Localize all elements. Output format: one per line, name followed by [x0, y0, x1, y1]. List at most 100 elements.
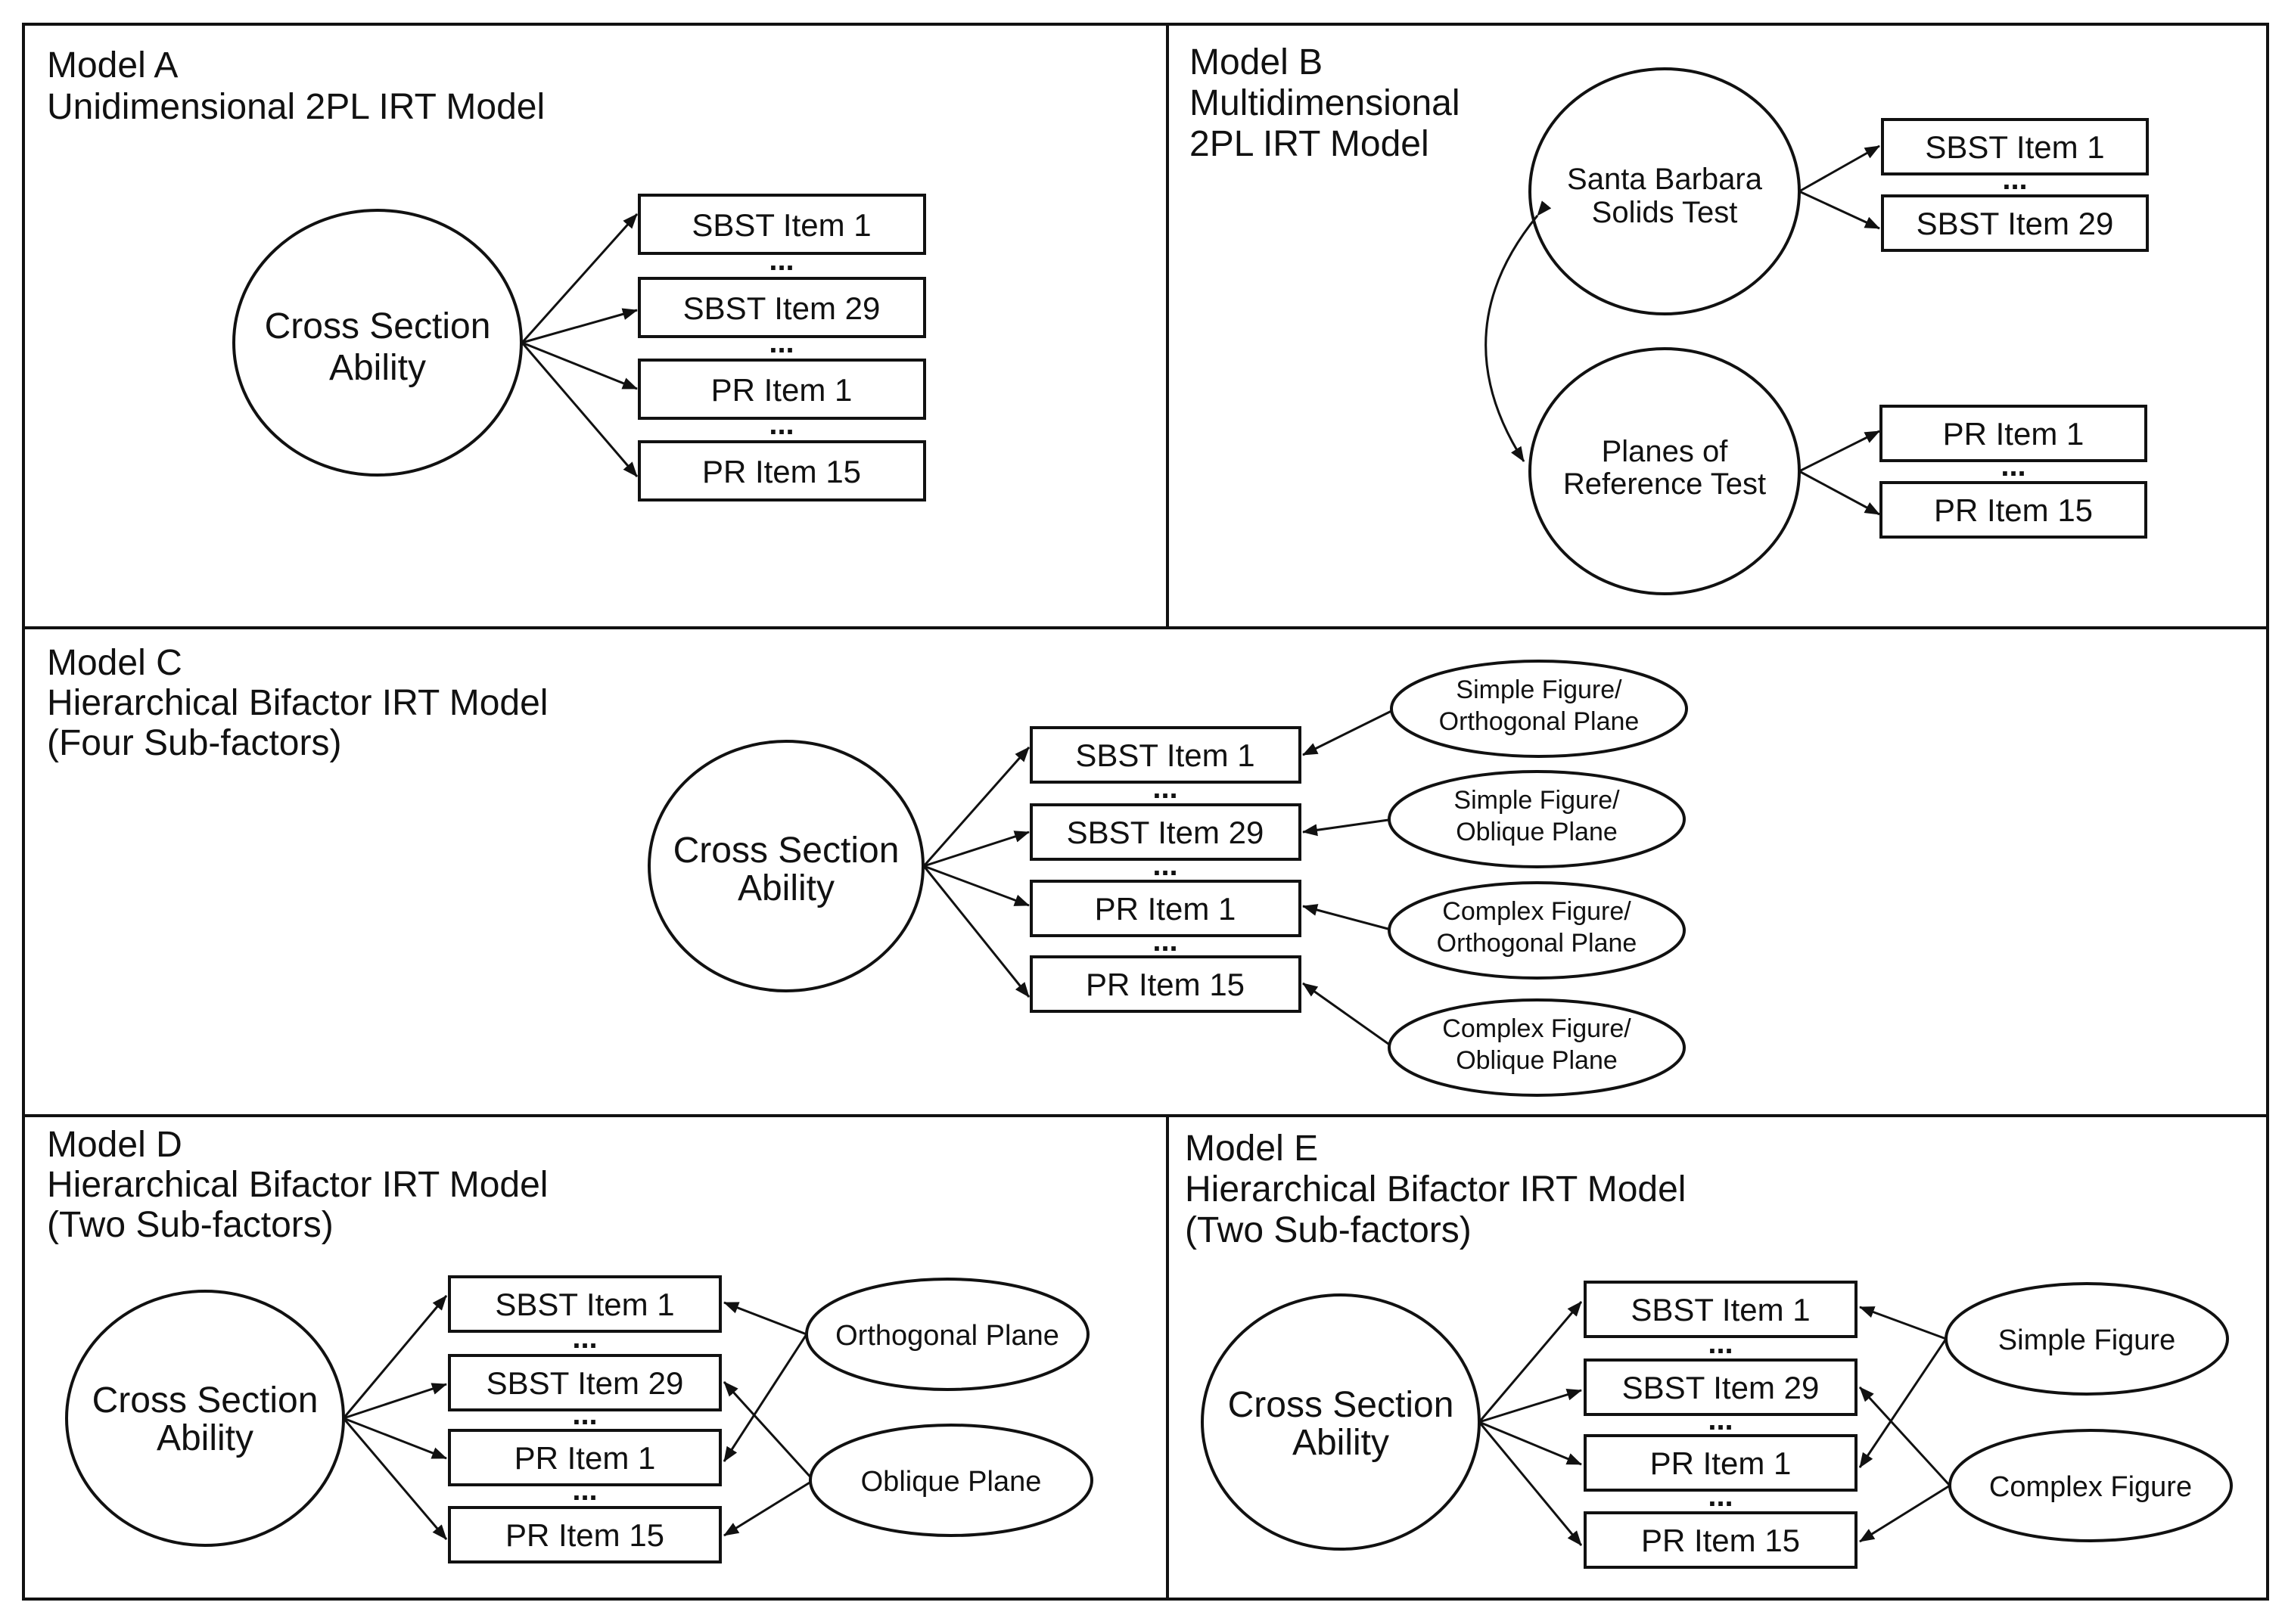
- panel-model-b: Model B Multidimensional 2PL IRT Model S…: [1189, 42, 2149, 595]
- loading-arrow: [1798, 470, 1880, 516]
- subfactor-arrow: [1302, 707, 1397, 756]
- ellipsis-dots: ...: [1152, 772, 1177, 805]
- subfactor-label: Oblique Plane: [1456, 1046, 1618, 1075]
- loading-arrow: [343, 1383, 447, 1420]
- subfactor-arrow: [723, 1380, 815, 1482]
- subfactor-label: Complex Figure: [1989, 1471, 2192, 1503]
- loading-arrow: [923, 831, 1030, 868]
- factor-label: Ability: [157, 1418, 253, 1458]
- loading-arrow: [1478, 1301, 1583, 1423]
- item-box: [638, 277, 926, 338]
- item-box: [638, 194, 926, 255]
- item-label: PR Item 1: [711, 372, 853, 408]
- ellipsis-dots: ...: [769, 244, 794, 277]
- subfactor-ellipse: [1388, 770, 1686, 868]
- item-label: SBST Item 1: [1075, 737, 1254, 773]
- model-c-title: (Four Sub-factors): [47, 723, 341, 763]
- item-box: [1879, 481, 2147, 539]
- loading-arrow: [1798, 190, 1880, 230]
- ellipsis-dots: ...: [1152, 849, 1177, 882]
- subfactor-ellipse: [1945, 1282, 2229, 1396]
- correlation-arrow: [1484, 200, 1552, 462]
- item-box: [638, 440, 926, 501]
- model-e-title: Hierarchical Bifactor IRT Model: [1185, 1169, 1686, 1209]
- item-label: PR Item 15: [702, 454, 861, 489]
- item-label: SBST Item 1: [1925, 129, 2104, 165]
- panel-frames: [22, 23, 2269, 1601]
- loading-arrow: [342, 1295, 448, 1419]
- item-box: [1879, 405, 2147, 462]
- ellipsis-dots: ...: [769, 326, 794, 359]
- subfactor-label: Simple Figure: [1998, 1324, 2175, 1356]
- subfactor-ellipse: [1388, 881, 1686, 980]
- loading-arrow: [922, 747, 1031, 867]
- item-label: PR Item 1: [1943, 416, 2084, 452]
- subfactor-arrow: [1858, 1386, 1951, 1487]
- item-box: [1584, 1359, 1858, 1416]
- subfactor-arrow: [723, 1334, 808, 1462]
- item-label: SBST Item 1: [1631, 1292, 1810, 1327]
- loading-arrow: [521, 213, 639, 343]
- factor-label: Planes of: [1602, 435, 1729, 468]
- subfactor-ellipse: [1948, 1429, 2233, 1542]
- factor-label: Ability: [329, 348, 426, 388]
- item-box: [448, 1506, 722, 1563]
- item-label: PR Item 1: [515, 1440, 656, 1476]
- model-a-title: Unidimensional 2PL IRT Model: [47, 87, 545, 127]
- factor-label: Ability: [738, 868, 835, 908]
- subfactor-arrow: [1858, 1338, 1948, 1468]
- item-label: PR Item 15: [1641, 1523, 1800, 1558]
- model-a-label: Model A: [47, 45, 178, 85]
- model-e-label: Model E: [1185, 1129, 1318, 1169]
- subfactor-label: Complex Figure/: [1442, 897, 1631, 926]
- ellipsis-dots: ...: [1708, 1403, 1733, 1436]
- subfactor-label: Simple Figure/: [1453, 786, 1620, 815]
- ellipsis-dots: ...: [572, 1321, 597, 1355]
- ellipsis-dots: ...: [1152, 924, 1177, 958]
- subfactor-ellipse: [1388, 998, 1686, 1097]
- subfactor-arrow: [723, 1479, 814, 1537]
- subfactor-arrow: [1859, 1306, 1947, 1340]
- item-box: [1030, 955, 1301, 1013]
- factor-label: Santa Barbara: [1567, 163, 1763, 196]
- item-box: [1030, 803, 1301, 861]
- loading-arrow: [342, 1418, 448, 1540]
- outer-border: [22, 23, 2269, 1601]
- item-box: [638, 359, 926, 420]
- item-box: [1030, 726, 1301, 784]
- model-c-title: Hierarchical Bifactor IRT Model: [47, 683, 548, 723]
- item-label: SBST Item 29: [487, 1365, 684, 1401]
- loading-arrow: [1478, 1421, 1582, 1466]
- factor-label: Cross Section: [265, 306, 491, 346]
- subfactor-label: Complex Figure/: [1442, 1014, 1631, 1043]
- item-box: [1584, 1511, 1858, 1569]
- item-box: [1030, 880, 1301, 937]
- panel-model-e: Model E Hierarchical Bifactor IRT Model …: [1185, 1129, 2233, 1569]
- loading-arrow: [1478, 1389, 1582, 1424]
- factor-label: Cross Section: [1228, 1385, 1454, 1425]
- item-label: PR Item 1: [1650, 1445, 1792, 1481]
- item-label: SBST Item 29: [683, 290, 881, 326]
- factor-label: Solids Test: [1592, 196, 1738, 229]
- loading-arrow: [922, 865, 1031, 998]
- ellipsis-dots: ...: [2002, 163, 2027, 196]
- ellipsis-dots: ...: [769, 408, 794, 441]
- loading-arrow: [521, 342, 639, 477]
- factor-label: Reference Test: [1563, 467, 1766, 501]
- subfactor-ellipse: [809, 1424, 1093, 1537]
- subfactor-arrow: [723, 1301, 807, 1336]
- loading-arrow: [521, 308, 638, 344]
- loading-arrow: [1798, 144, 1880, 193]
- item-label: PR Item 1: [1095, 891, 1236, 927]
- ellipsis-dots: ...: [1708, 1327, 1733, 1360]
- model-b-title: 2PL IRT Model: [1189, 124, 1429, 164]
- model-e-title: (Two Sub-factors): [1185, 1210, 1472, 1250]
- item-label: PR Item 15: [1086, 967, 1245, 1002]
- subfactor-ellipse: [1390, 660, 1688, 758]
- panel-model-d: Model D Hierarchical Bifactor IRT Model …: [47, 1125, 1093, 1563]
- item-label: SBST Item 1: [495, 1287, 674, 1322]
- item-box: [1584, 1434, 1858, 1492]
- loading-arrow: [1478, 1421, 1583, 1546]
- factor-circle: [648, 740, 925, 992]
